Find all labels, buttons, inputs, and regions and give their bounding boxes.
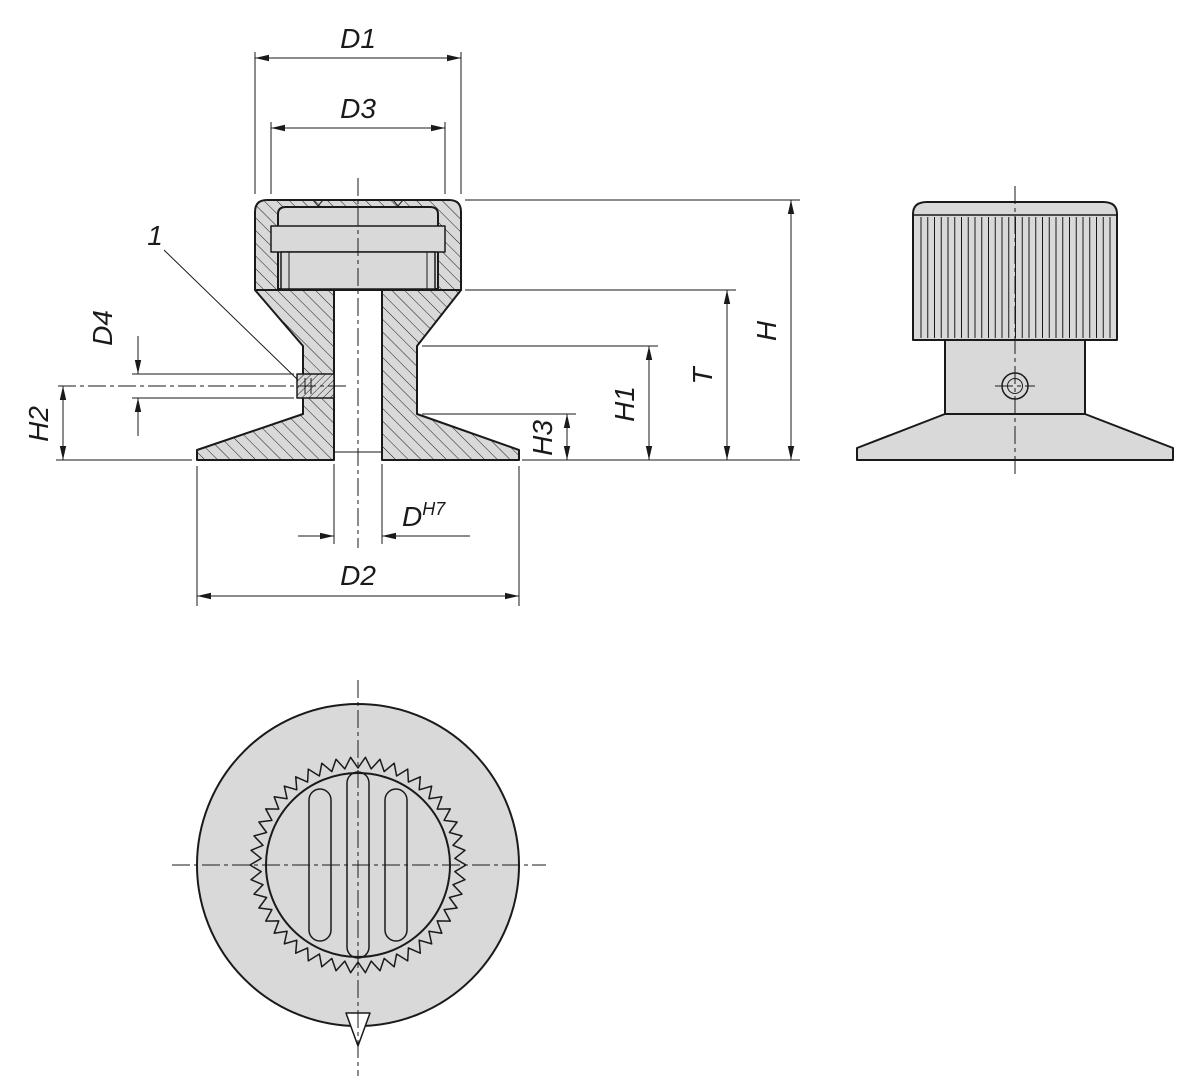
callout-1-label: 1 [147,220,163,251]
dim-d4: D4 [87,310,294,436]
dim-h-label: H [751,320,782,341]
dim-h1-label: H1 [609,386,640,422]
callout-1: 1 [147,220,299,381]
dim-bore: DH7 [298,464,470,544]
dim-d4-label: D4 [87,310,118,346]
dim-bore-tolerance: H7 [422,499,446,519]
head-section [254,199,462,291]
dim-h1: H1 [422,345,658,460]
body-section-right [381,289,520,461]
dim-d3: D3 [270,93,446,194]
dim-t-label: T [687,366,718,385]
dim-d3-label: D3 [340,93,376,124]
centerlines-front [58,178,359,548]
dim-d2-label: D2 [340,560,376,591]
dimensions: D1 D3 1 D4 H2 H3 [23,23,800,606]
dim-d1-label: D1 [340,23,376,54]
knurl-notch-left [312,199,324,207]
callout-1-leader [163,249,299,381]
dim-t: T [465,289,736,460]
dim-h3: H3 [422,413,576,460]
front-section-view [58,178,520,548]
dim-h2: H2 [23,386,192,461]
dim-d2: D2 [196,466,520,606]
dim-h2-label: H2 [23,406,54,442]
dim-h: H [465,199,800,460]
body-section-left [196,289,335,461]
centerlines-side [995,186,1035,478]
knurl-lines [920,217,1111,338]
knurl-notch-right [392,199,404,207]
dim-h3-label: H3 [527,420,558,456]
plan-view [172,680,546,1076]
dim-bore-letter: D [402,501,422,532]
dim-bore-label: DH7 [402,499,446,532]
dim-d1: D1 [254,23,462,194]
side-view [856,186,1174,478]
centerlines-plan [172,680,546,1076]
